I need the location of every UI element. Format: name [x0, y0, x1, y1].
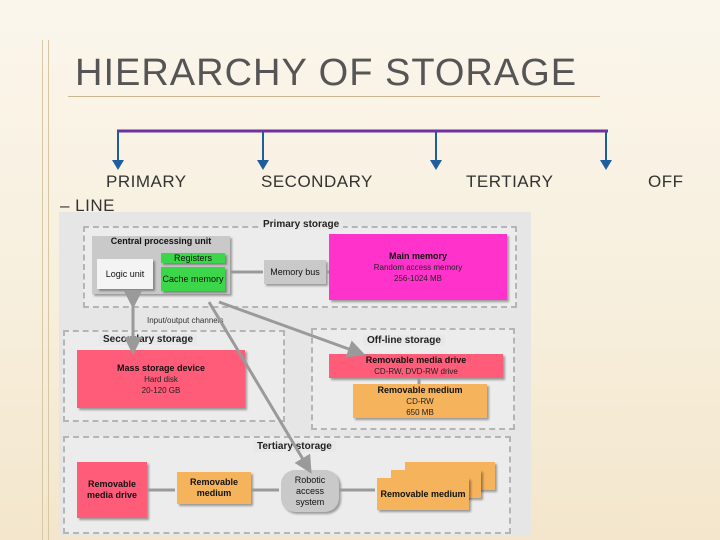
- arrow-tertiary: [430, 131, 442, 170]
- arrow-primary: [112, 131, 124, 170]
- category-primary: PRIMARY: [106, 172, 187, 192]
- category-off: OFF: [648, 172, 684, 192]
- category-tertiary: TERTIARY: [466, 172, 553, 192]
- storage-diagram: Primary storage Central processing unit …: [59, 212, 531, 535]
- diagram-arrows: [59, 212, 531, 535]
- arrow-secondary: [257, 131, 269, 170]
- arrow-off: [600, 131, 612, 170]
- category-secondary: SECONDARY: [261, 172, 373, 192]
